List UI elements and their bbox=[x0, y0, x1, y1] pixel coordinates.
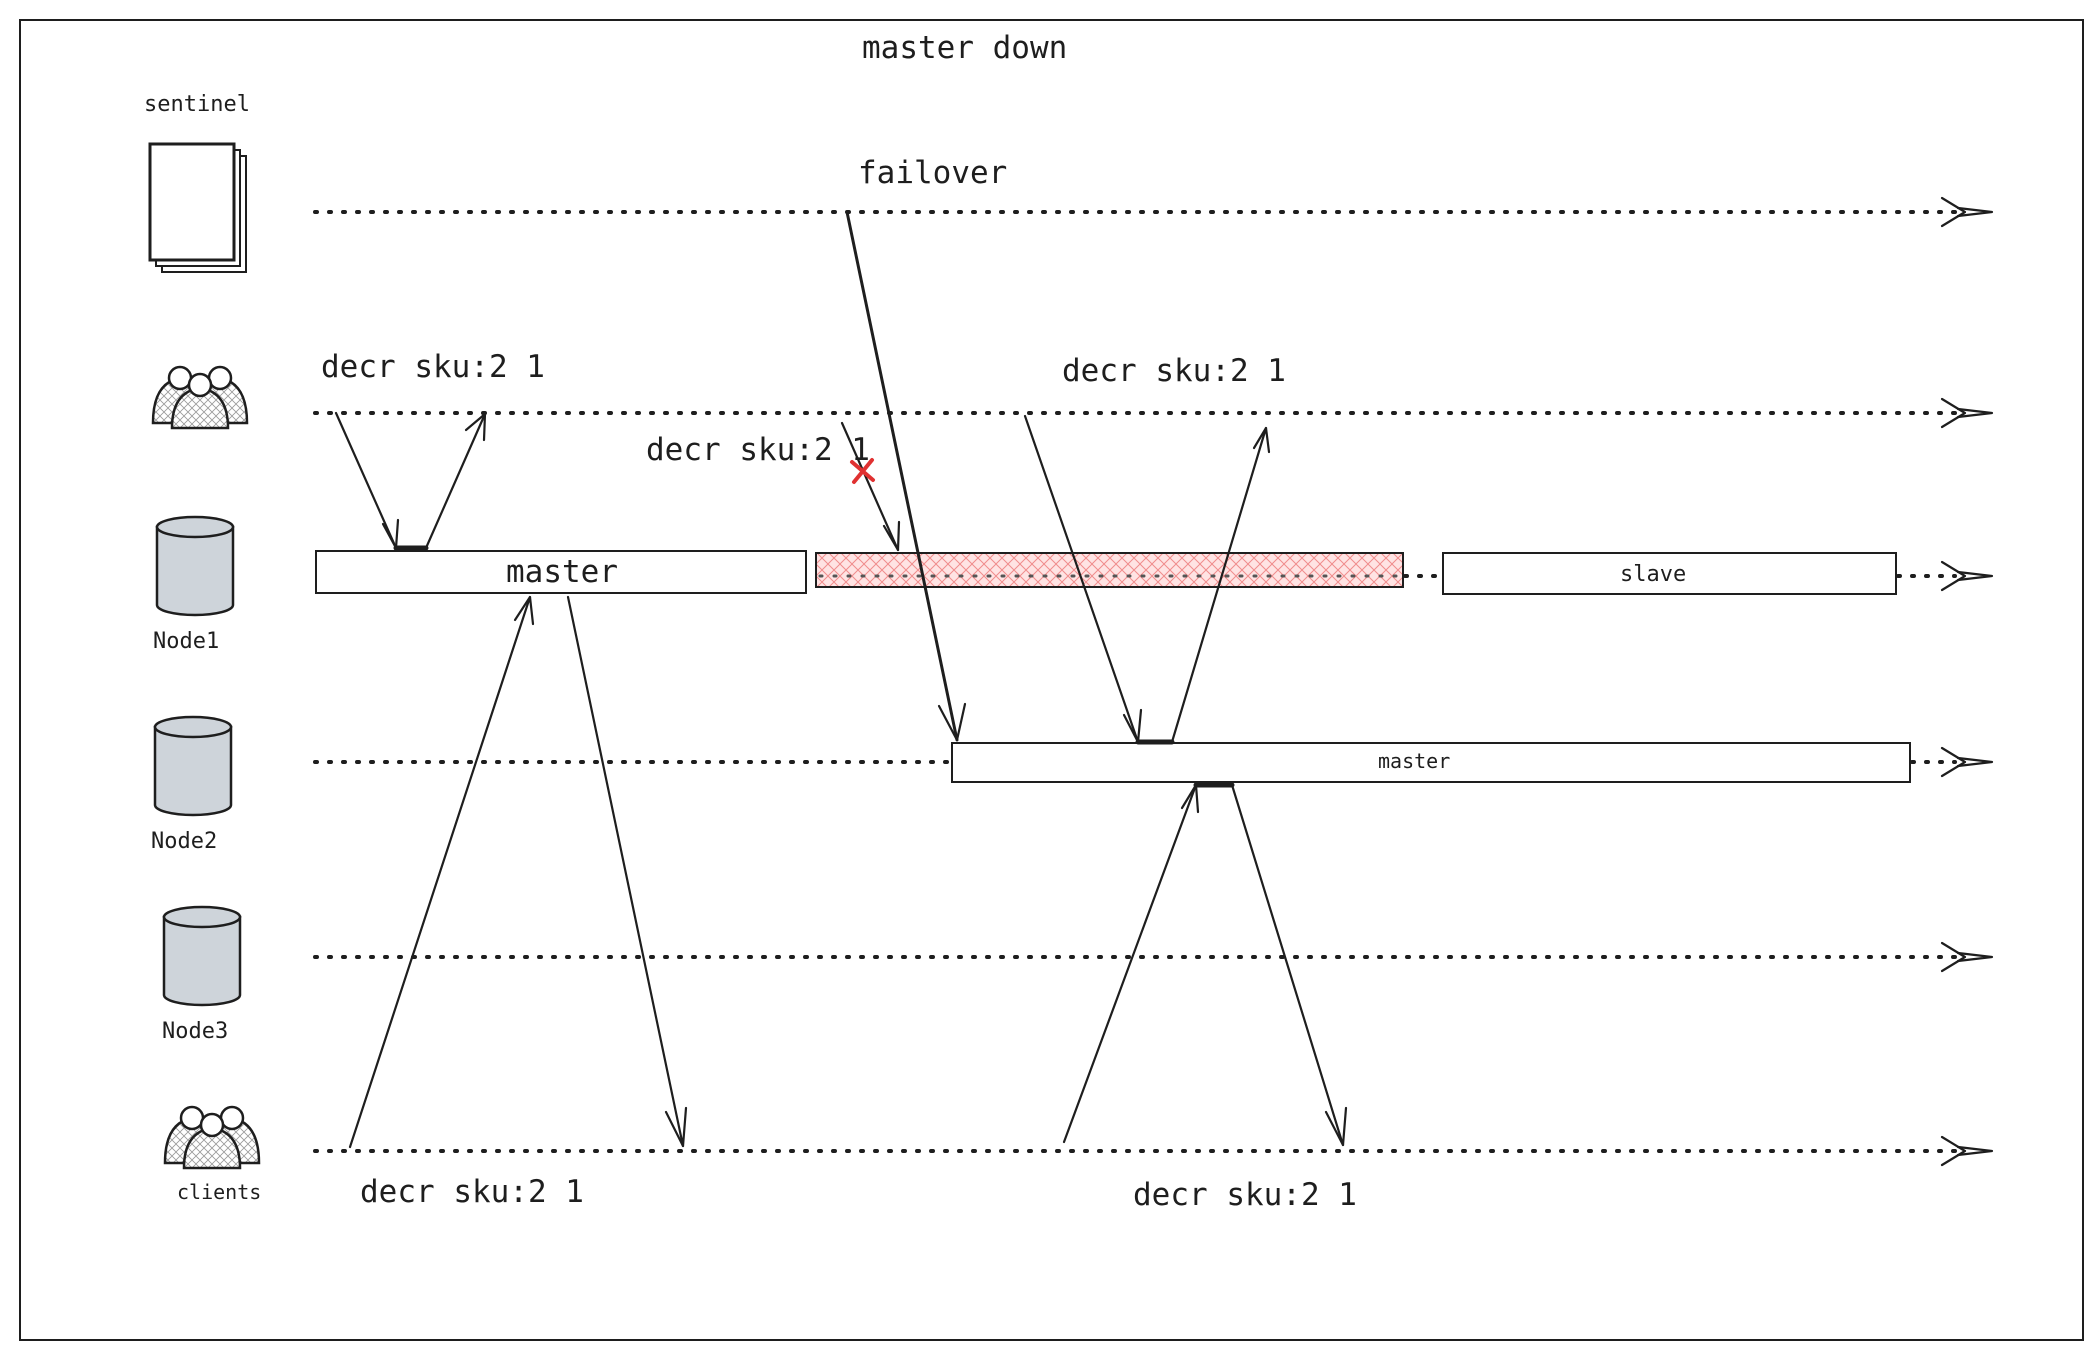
node1-slave-box bbox=[1442, 552, 1897, 595]
node1-to-clients-response-arrow bbox=[566, 595, 688, 1148]
users-icon bbox=[151, 365, 249, 430]
diagram-frame bbox=[19, 19, 2084, 1341]
users-arrowhead-tip bbox=[1956, 407, 1994, 419]
failover-label: failover bbox=[858, 155, 1007, 191]
sentinel-arrowhead-tip bbox=[1956, 206, 1994, 218]
timelines bbox=[313, 210, 1957, 1153]
users-to-node1-failed-arrow bbox=[840, 421, 901, 552]
users-arrowhead bbox=[1940, 397, 1967, 429]
clients-to-node2-request-arrow bbox=[1062, 783, 1200, 1144]
node1-arrowhead bbox=[1940, 560, 1967, 592]
node2-to-users-response-arrow bbox=[1170, 426, 1271, 744]
users-after-command: decr sku:2 1 bbox=[1062, 353, 1286, 389]
node2-master-label: master bbox=[1378, 749, 1450, 773]
timeline-arrowheads bbox=[1940, 196, 1994, 1167]
request-failed-x-mark bbox=[850, 458, 875, 484]
node1-down-region bbox=[815, 552, 1404, 588]
node2-to-clients-response-arrow bbox=[1230, 783, 1348, 1147]
node3-arrowhead bbox=[1940, 941, 1967, 973]
node1-slave-label: slave bbox=[1620, 562, 1686, 587]
node1-database-icon bbox=[155, 515, 235, 617]
node3-label: Node3 bbox=[162, 1019, 228, 1044]
failover-arrow bbox=[845, 210, 967, 742]
node1-to-users-response-arrow bbox=[424, 412, 487, 550]
clients-first-command: decr sku:2 1 bbox=[360, 1174, 584, 1210]
node2-master-box bbox=[951, 742, 1911, 783]
users-first-command: decr sku:2 1 bbox=[321, 349, 545, 385]
node3-database-icon bbox=[162, 905, 242, 1007]
sentinel-label: sentinel bbox=[144, 92, 250, 117]
clients-after-command: decr sku:2 1 bbox=[1133, 1177, 1357, 1213]
node1-master-box bbox=[315, 550, 807, 594]
node2-label: Node2 bbox=[151, 829, 217, 854]
node2-database-icon bbox=[153, 715, 233, 817]
clients-arrowhead-tip bbox=[1956, 1145, 1994, 1157]
node2-arrowhead bbox=[1940, 746, 1967, 778]
node1-master-label: master bbox=[506, 554, 618, 590]
clients-to-node1-request-arrow bbox=[348, 595, 535, 1149]
clients-icon bbox=[163, 1105, 261, 1170]
node1-label: Node1 bbox=[153, 629, 219, 654]
users-failed-command: decr sku:2 1 bbox=[646, 432, 870, 468]
sentinel-icon bbox=[148, 142, 247, 273]
node2-arrowhead-tip bbox=[1956, 756, 1994, 768]
sentinel-arrowhead bbox=[1940, 196, 1967, 228]
node1-arrowhead-tip bbox=[1956, 570, 1994, 582]
clients-arrowhead bbox=[1940, 1135, 1967, 1167]
clients-label: clients bbox=[177, 1180, 261, 1204]
node3-arrowhead-tip bbox=[1956, 951, 1994, 963]
users-to-node1-request-arrow bbox=[334, 411, 400, 550]
diagram-title: master down bbox=[862, 30, 1067, 66]
